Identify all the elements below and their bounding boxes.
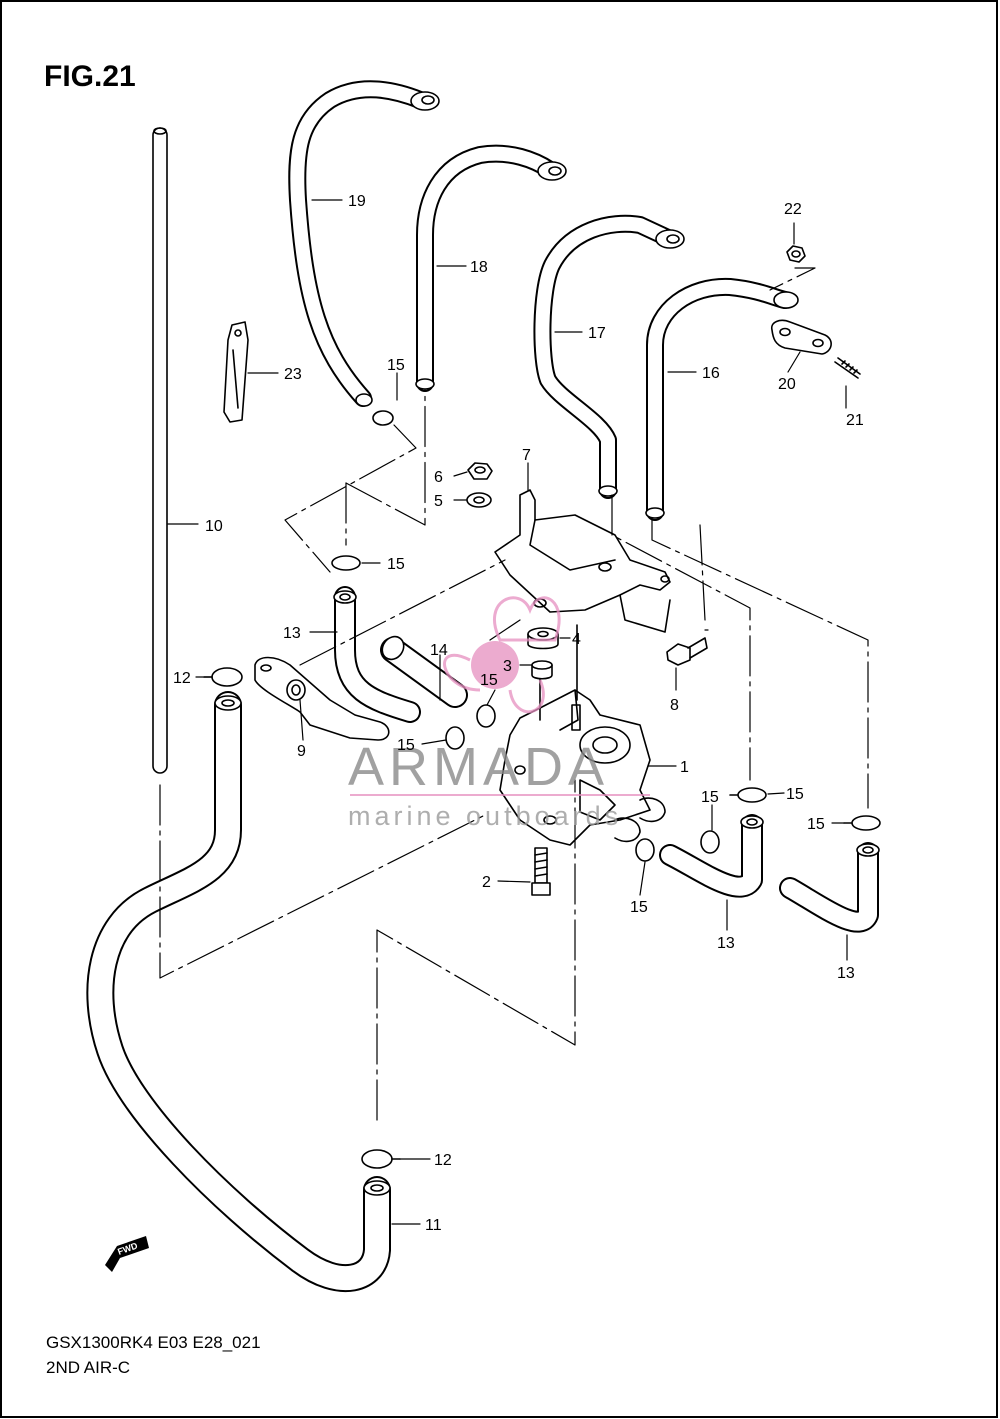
- hose-14: [380, 635, 468, 708]
- callout-18: 18: [470, 259, 488, 276]
- bracket-9: [254, 656, 390, 741]
- hose-10: [152, 127, 168, 774]
- pipe-16: [645, 277, 799, 521]
- watermark-logo: [350, 596, 650, 796]
- callout-15-top: 15: [387, 357, 405, 374]
- clamp-12-lower: [361, 1149, 401, 1169]
- hose-13-middle: [659, 814, 764, 898]
- callout-4: 4: [572, 631, 581, 648]
- nut-22: [786, 245, 806, 263]
- connection-lines: [159, 267, 869, 1121]
- watermark-brand: ARMADA: [348, 737, 609, 797]
- callout-6: 6: [434, 469, 443, 486]
- callout-15-left: 15: [397, 737, 415, 754]
- clamp-15-f: [843, 815, 881, 831]
- hose-11: [86, 691, 391, 1292]
- clamp-15-g: [372, 410, 394, 426]
- clamp-15-b: [445, 726, 465, 750]
- callout-15-bracket: 15: [387, 556, 405, 573]
- callouts: 1 2 3 4 5 6 7 8 9 10 11 12 12 13 13 13 1…: [173, 193, 864, 1234]
- nut-6: [467, 462, 493, 480]
- figure-title: FIG.21: [44, 60, 136, 93]
- washer-5: [466, 492, 492, 508]
- pipe-17: [533, 214, 685, 499]
- callout-13-right: 13: [837, 965, 855, 982]
- section-name: 2ND AIR-C: [46, 1358, 131, 1377]
- callout-8: 8: [670, 697, 679, 714]
- callout-21: 21: [846, 412, 864, 429]
- valve-1: [499, 624, 666, 846]
- callout-15-right: 15: [786, 786, 804, 803]
- pipe-18: [415, 144, 567, 392]
- callout-11: 11: [425, 1217, 442, 1234]
- bracket-7: [494, 489, 671, 633]
- hose-13-right: [779, 842, 880, 933]
- callout-13-middle: 13: [717, 935, 735, 952]
- strap-23: [223, 321, 249, 423]
- clamp-15-a: [476, 704, 496, 728]
- bolt-8: [666, 637, 708, 666]
- callout-5: 5: [434, 493, 443, 510]
- callout-7: 7: [522, 447, 531, 464]
- callout-1: 1: [680, 759, 689, 776]
- callout-17: 17: [588, 325, 606, 342]
- clamp-15-e: [729, 787, 767, 803]
- leader-lines: [167, 199, 848, 1225]
- callout-10: 10: [205, 518, 223, 535]
- stud-21: [834, 357, 861, 379]
- callout-15-hose: 15: [480, 672, 498, 689]
- hose-13-upper: [333, 586, 421, 723]
- fwd-arrow-icon: FWD: [105, 1236, 149, 1272]
- callout-23: 23: [284, 366, 302, 383]
- callout-15-far: 15: [807, 816, 825, 833]
- watermark-tagline: marine outboards: [348, 801, 622, 831]
- callout-15-mid: 15: [701, 789, 719, 806]
- pipe-19: [288, 80, 440, 407]
- clamp-15-h: [331, 555, 361, 571]
- clamp-15-c: [635, 838, 655, 862]
- callout-2: 2: [482, 874, 491, 891]
- callout-12-lower: 12: [434, 1152, 452, 1169]
- rubber-4: [527, 627, 559, 650]
- model-code: GSX1300RK4 E03 E28_021: [46, 1333, 261, 1352]
- gasket-20: [770, 319, 832, 355]
- callout-22: 22: [784, 201, 802, 218]
- callout-16: 16: [702, 365, 720, 382]
- callout-13-upper: 13: [283, 625, 301, 642]
- callout-3: 3: [503, 658, 512, 675]
- collar-3: [531, 660, 553, 680]
- callout-19: 19: [348, 193, 366, 210]
- bolt-2: [531, 847, 551, 896]
- clamp-15-d: [700, 830, 720, 854]
- callout-9: 9: [297, 743, 306, 760]
- callout-14: 14: [430, 642, 448, 659]
- callout-20: 20: [778, 376, 796, 393]
- callout-12-upper: 12: [173, 670, 191, 687]
